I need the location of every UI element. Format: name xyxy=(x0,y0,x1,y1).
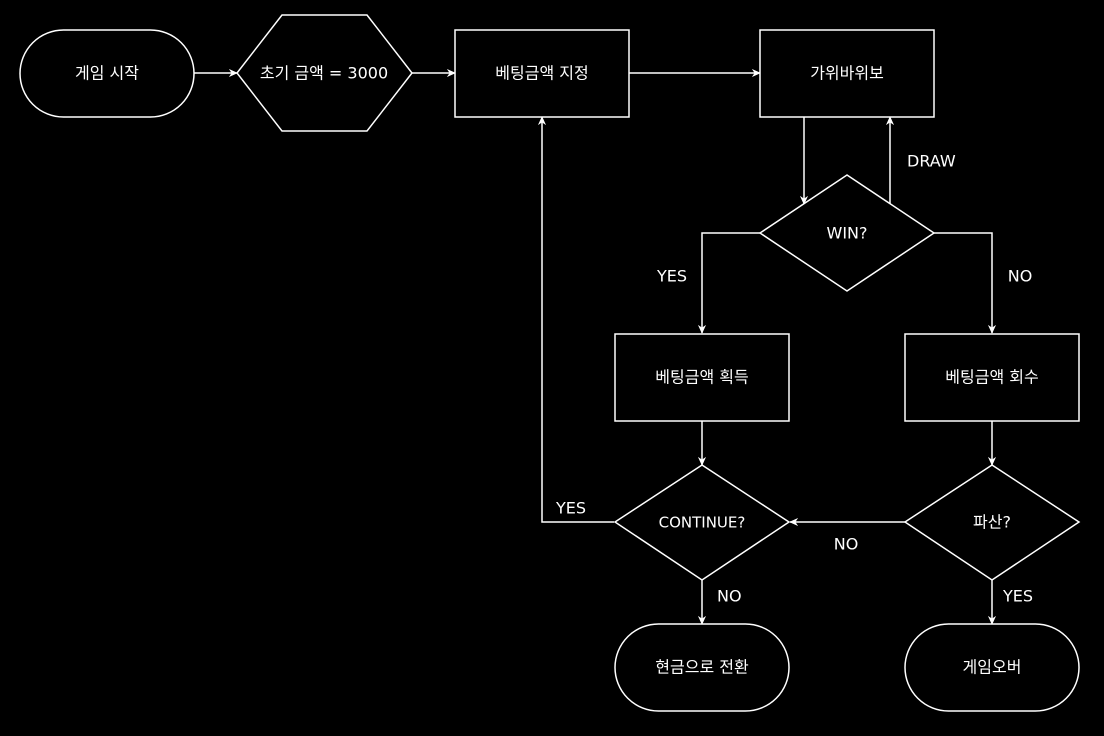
process-shape xyxy=(614,333,790,422)
terminator-shape xyxy=(904,623,1080,712)
node-cash-label: 현금으로 전환 xyxy=(655,658,749,677)
node-gain: 베팅금액 획득 xyxy=(614,333,790,422)
terminator-shape xyxy=(19,29,195,118)
terminator-shape xyxy=(614,623,790,712)
node-cont-label: CONTINUE? xyxy=(659,514,746,532)
hexagon-shape xyxy=(236,14,413,132)
edge-label-bankrupt-no: NO xyxy=(834,535,859,554)
process-shape xyxy=(759,29,935,118)
process-shape xyxy=(904,333,1080,422)
edge-label-draw: DRAW xyxy=(907,152,956,171)
edge-label-cont-yes: YES xyxy=(555,499,586,518)
edge-win-yes-to-gain xyxy=(697,232,760,334)
node-init: 초기 금액 = 3000 xyxy=(236,14,413,132)
node-win-label: WIN? xyxy=(827,224,868,243)
node-win: WIN? xyxy=(758,174,936,292)
edge-label-cont-no: NO xyxy=(717,587,742,606)
process-shape xyxy=(454,29,630,118)
node-bankrupt: 파산? xyxy=(903,464,1081,581)
edge-labels: DRAW YES NO YES NO NO YES xyxy=(555,152,1033,606)
node-gain-label: 베팅금액 획득 xyxy=(655,368,748,387)
node-cash: 현금으로 전환 xyxy=(614,623,790,712)
edge-win-no-to-lose xyxy=(934,232,997,334)
node-init-label: 초기 금액 = 3000 xyxy=(260,64,388,83)
node-over: 게임오버 xyxy=(904,623,1080,712)
node-bet: 베팅금액 지정 xyxy=(454,29,630,118)
node-lose-label: 베팅금액 회수 xyxy=(945,368,1038,387)
node-lose: 베팅금액 회수 xyxy=(904,333,1080,422)
node-rps: 가위바위보 xyxy=(759,29,935,118)
node-over-label: 게임오버 xyxy=(963,658,1022,677)
edge-label-bankrupt-yes: YES xyxy=(1002,587,1033,606)
edges xyxy=(194,68,997,625)
node-rps-label: 가위바위보 xyxy=(810,64,884,83)
node-bankrupt-label: 파산? xyxy=(973,513,1011,532)
decision-shape xyxy=(758,174,936,292)
decision-shape xyxy=(613,464,791,581)
decision-shape xyxy=(903,464,1081,581)
node-bet-label: 베팅금액 지정 xyxy=(495,64,588,83)
edge-label-win-no: NO xyxy=(1008,267,1033,286)
node-start: 게임 시작 xyxy=(19,29,195,118)
edge-cont-yes-to-bet xyxy=(537,116,614,523)
node-start-label: 게임 시작 xyxy=(75,64,139,83)
edge-label-win-yes: YES xyxy=(656,267,687,286)
node-cont: CONTINUE? xyxy=(613,464,791,581)
